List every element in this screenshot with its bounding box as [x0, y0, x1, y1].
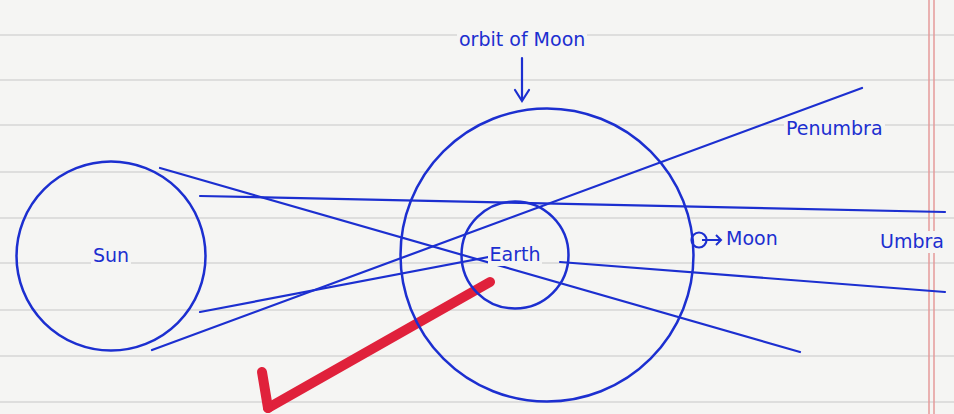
moon-marker: Moon — [690, 229, 810, 251]
umbra-label: Umbra — [878, 231, 946, 253]
node-label: Earth — [488, 244, 543, 266]
node-label: Sun — [91, 245, 131, 267]
penumbra-label: Penumbra — [784, 118, 885, 140]
earth-circle: Earth — [460, 200, 570, 310]
node-label: orbit of Moon — [457, 29, 587, 51]
moon-orbit: orbit of MoonEarth — [399, 107, 695, 403]
sun-circle: Sun — [15, 160, 207, 352]
moon-orbit-outline — [399, 107, 695, 403]
node-label: Moon — [724, 228, 780, 250]
